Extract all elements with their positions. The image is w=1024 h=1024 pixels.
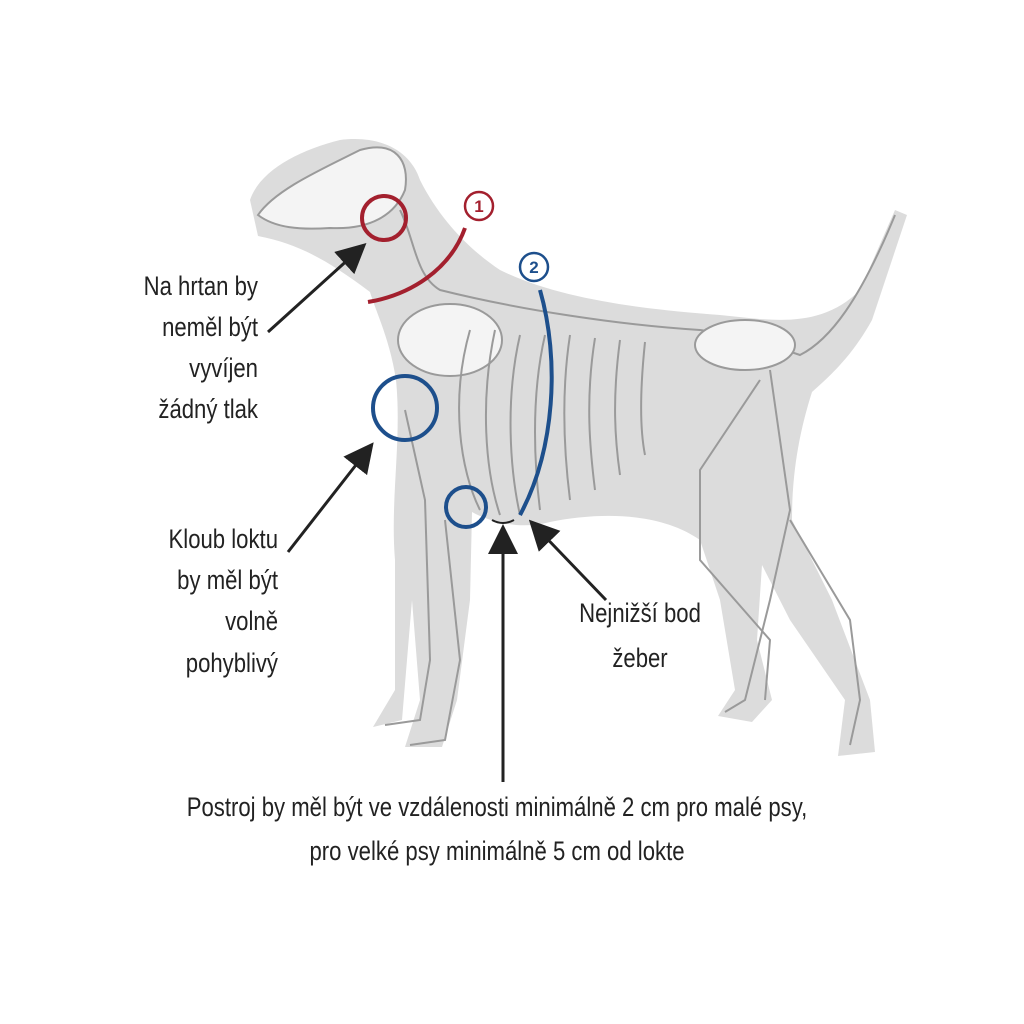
label-elbow: Kloub loktu by měl být volně pohyblivý [169, 525, 279, 679]
label-line: žeber [612, 644, 667, 674]
elbow-circle [444, 485, 488, 529]
pelvis [694, 319, 796, 371]
marker-2-number: 2 [529, 258, 538, 277]
scapula [397, 303, 503, 377]
label-ribs: Nejnižší bod žeber [579, 599, 701, 674]
dog-silhouette [250, 139, 907, 757]
label-line: Postroj by měl být ve vzdálenosti minimá… [187, 793, 808, 823]
marker-2-badge [518, 251, 550, 283]
arrow-elbow [286, 442, 374, 553]
label-larynx: Na hrtan by neměl být vyvíjen žádný tlak [144, 272, 259, 425]
skeleton [256, 146, 896, 746]
label-line: by měl být [177, 566, 278, 596]
larynx-circle [360, 194, 408, 242]
label-line: Na hrtan by [144, 272, 259, 302]
label-line: vyvíjen [189, 354, 258, 384]
spine [399, 209, 896, 357]
ribs [458, 329, 646, 516]
hind-leg-bones [699, 369, 862, 746]
label-line: volně [225, 607, 278, 637]
label-line: žádný tlak [158, 395, 258, 425]
arrow-ribs [528, 519, 608, 602]
marker-2-group: 2 [371, 251, 554, 529]
label-line: pohyblivý [186, 649, 279, 679]
label-distance: Postroj by měl být ve vzdálenosti minimá… [187, 793, 808, 867]
collar-line [367, 227, 467, 304]
label-line: Nejnižší bod [579, 599, 701, 629]
front-leg-bones [384, 409, 462, 746]
arrows [266, 242, 608, 782]
arrow-larynx [266, 242, 367, 334]
marker-1-group: 1 [360, 190, 495, 304]
skull [256, 146, 407, 230]
shoulder-circle [371, 374, 439, 442]
distance-mark [491, 519, 515, 524]
label-line: pro velké psy minimálně 5 cm od lokte [309, 837, 684, 867]
marker-1-number: 1 [474, 197, 483, 216]
marker-1-badge [463, 190, 495, 222]
label-line: Kloub loktu [169, 525, 278, 555]
harness-line [518, 289, 554, 516]
label-line: neměl být [162, 313, 258, 343]
